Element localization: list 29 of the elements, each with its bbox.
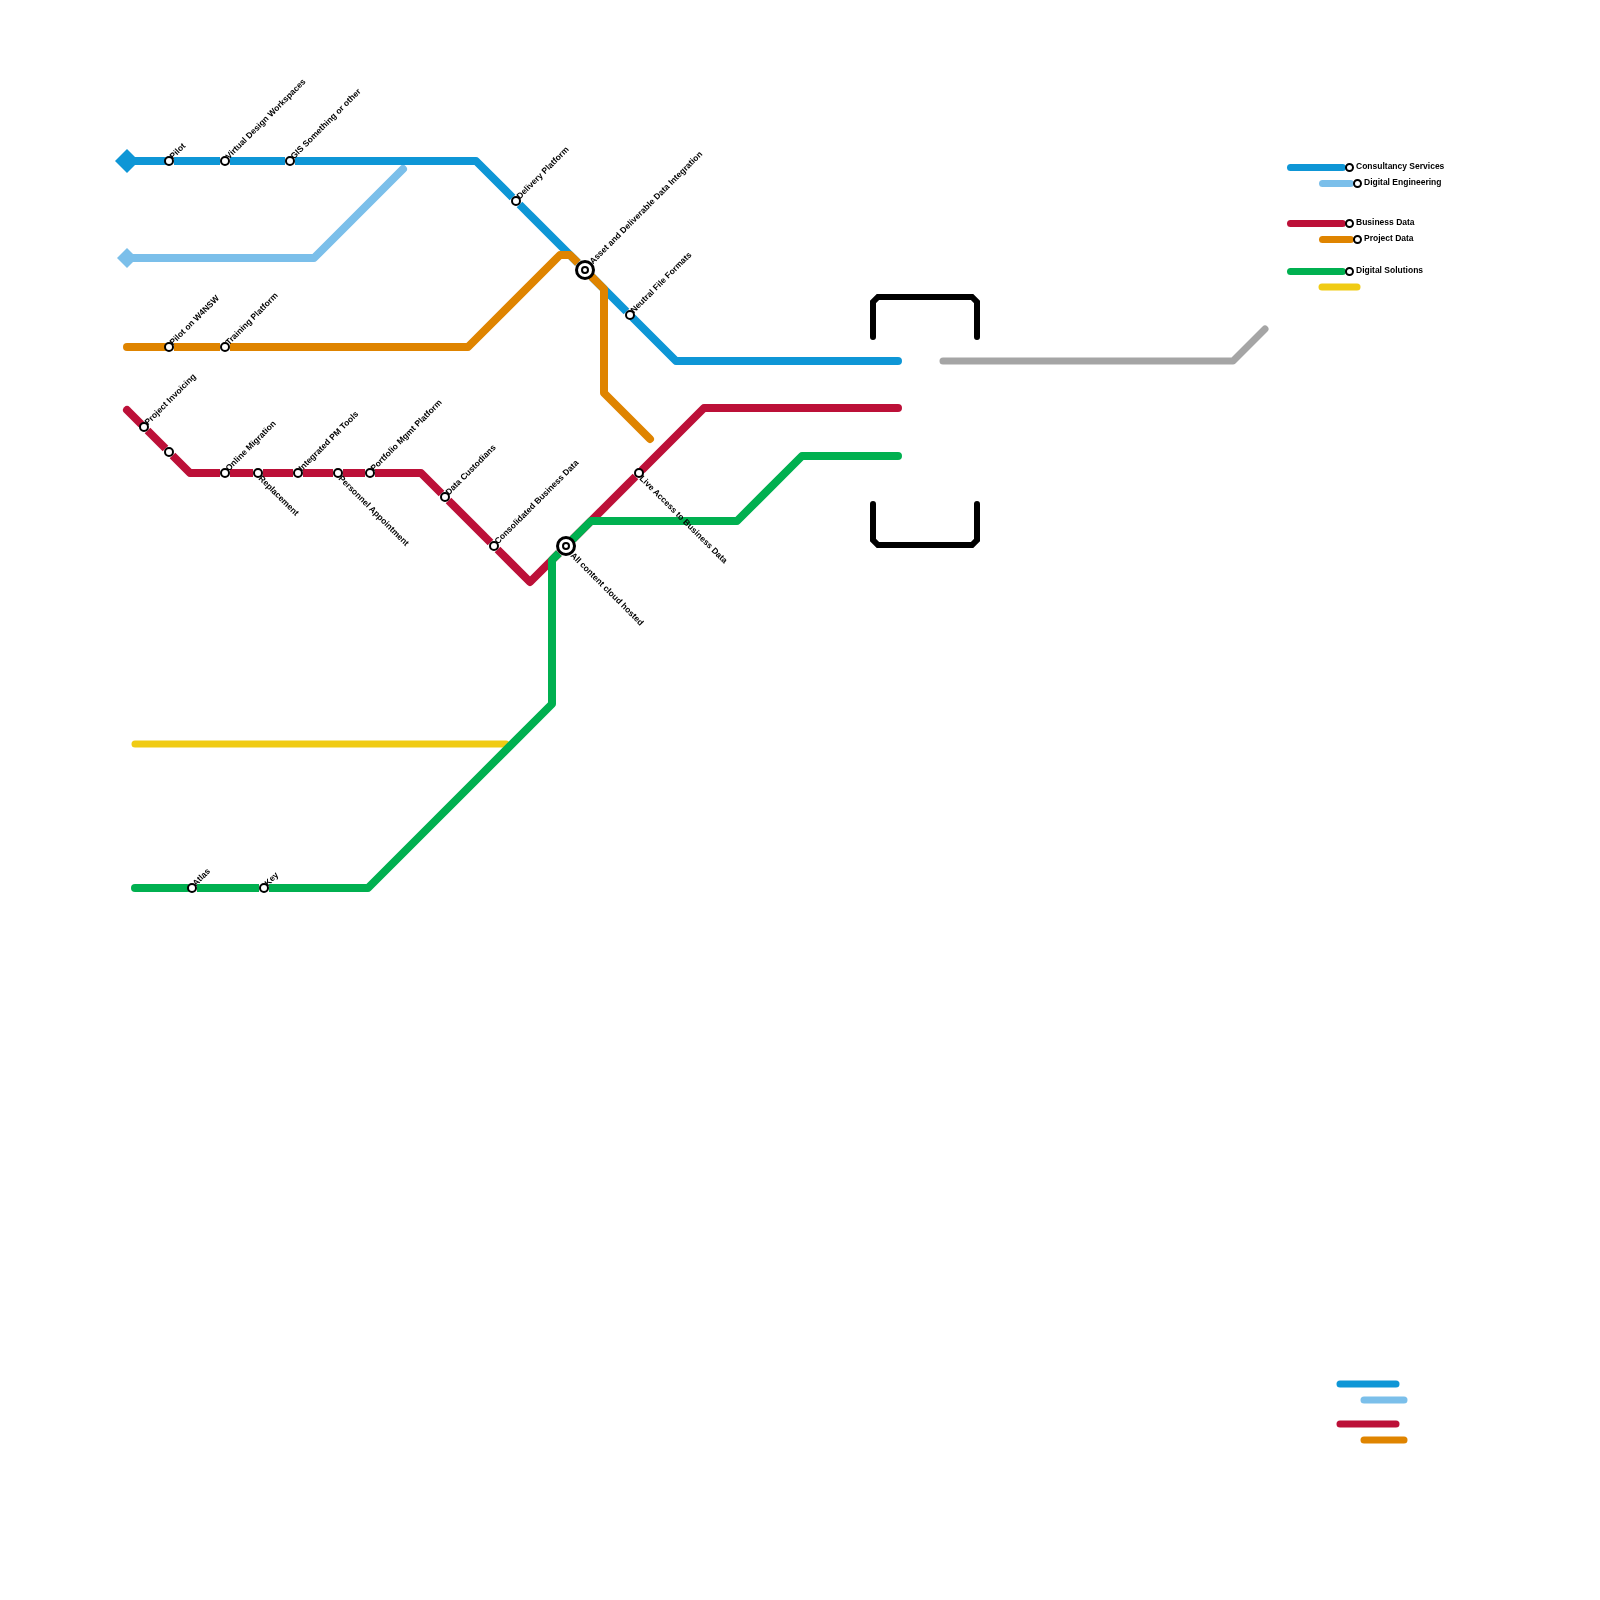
route-line <box>123 343 168 351</box>
route-line <box>131 884 191 892</box>
legend-label: Digital Engineering <box>1364 178 1442 187</box>
route-line <box>169 452 220 477</box>
legend-label: Project Data <box>1364 234 1414 243</box>
route-line <box>269 550 562 892</box>
route-line <box>115 149 168 173</box>
route-line <box>638 404 902 474</box>
route-line <box>174 343 220 351</box>
route-line <box>230 251 581 351</box>
route-line <box>123 406 145 428</box>
route-line <box>343 469 365 477</box>
route-line <box>569 452 902 543</box>
route-line <box>230 157 285 165</box>
route-line <box>174 157 220 165</box>
legend-label: Consultancy Services <box>1356 162 1445 171</box>
route-line <box>445 497 494 546</box>
route-line <box>144 427 169 452</box>
route-line <box>588 273 654 443</box>
route-line <box>263 469 293 477</box>
route-line <box>295 157 516 201</box>
legend-label: Business Data <box>1356 218 1415 227</box>
legend-label: Digital Solutions <box>1356 266 1424 275</box>
station-label: Key <box>263 869 281 887</box>
route-line <box>629 314 902 365</box>
route-line <box>230 469 253 477</box>
route-line <box>303 469 333 477</box>
route-line <box>197 884 259 892</box>
route-line <box>375 469 445 497</box>
